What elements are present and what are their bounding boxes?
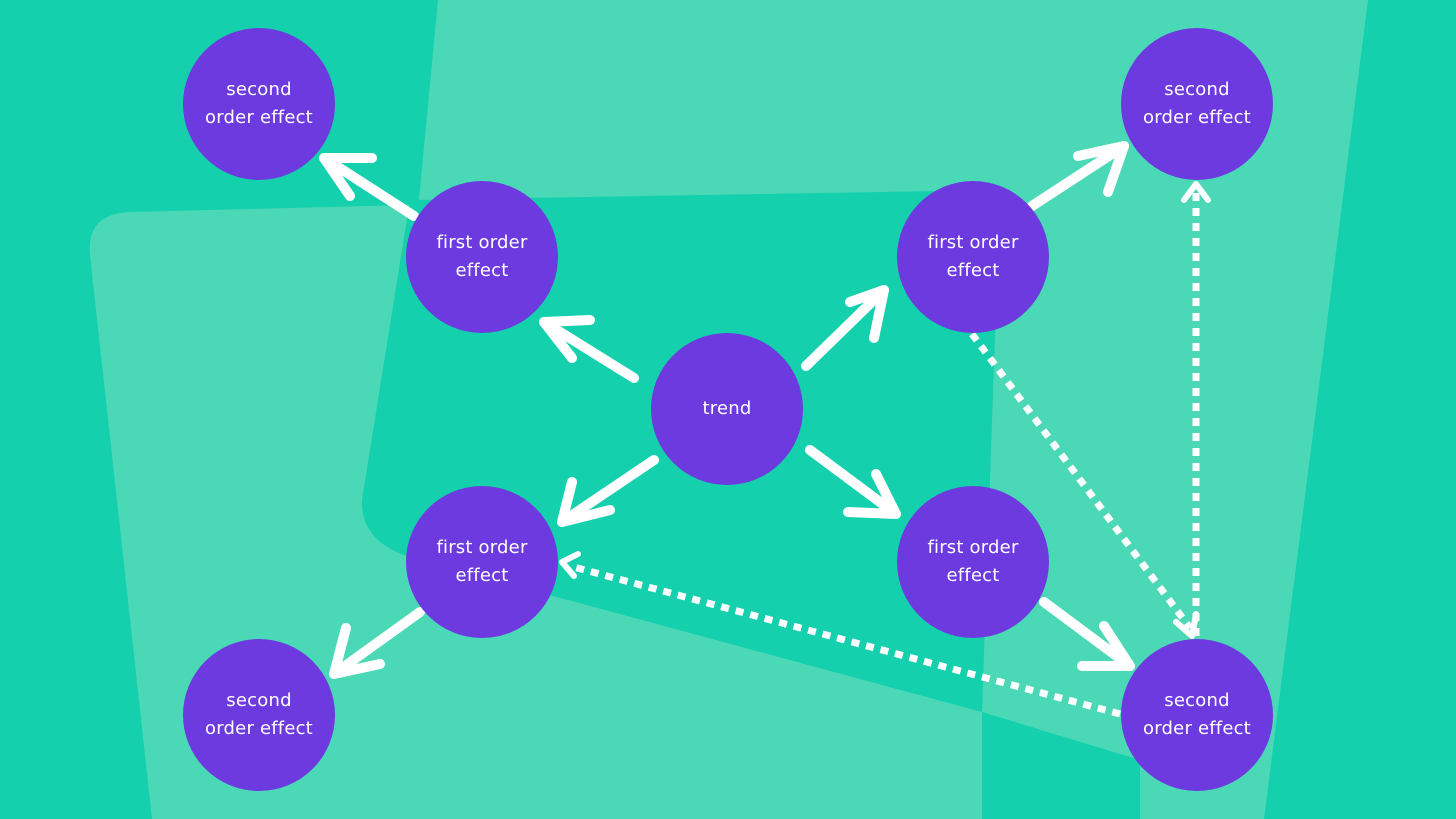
node-label: first order effect — [927, 232, 1019, 281]
arrow-first-top-right-to-second — [1027, 141, 1129, 211]
background-panel-center — [361, 190, 1140, 819]
node-label: second order effect — [1143, 690, 1251, 739]
node-second-top-left: second order effect — [183, 28, 335, 180]
node-second-bottom-right: second order effect — [1121, 639, 1273, 791]
node-first-bottom-right: first order effect — [897, 486, 1049, 638]
node-label: second order effect — [205, 79, 313, 128]
node-first-top-right: first order effect — [897, 181, 1049, 333]
node-label: trend — [702, 398, 752, 419]
arrow-first-bottom-right-to-second — [1039, 597, 1135, 671]
dotted-arrow-second-bottom-right-to-first-bottom-left — [569, 562, 1121, 718]
node-label: first order effect — [436, 537, 528, 586]
arrow-first-top-left-to-second — [319, 153, 419, 221]
arrow-trend-to-first-bottom-right — [805, 445, 901, 519]
node-label: first order effect — [436, 232, 528, 281]
dotted-arrowhead-left — [559, 551, 581, 579]
arrow-first-bottom-left-to-second — [329, 607, 425, 679]
dotted-arrowhead-up — [1181, 181, 1211, 203]
node-second-bottom-left: second order effect — [183, 639, 335, 791]
arrow-trend-to-first-bottom-left — [557, 455, 659, 527]
node-first-bottom-left: first order effect — [406, 486, 558, 638]
node-label: second order effect — [1143, 79, 1251, 128]
dotted-arrowhead-down — [1173, 611, 1199, 639]
node-second-top-right: second order effect — [1121, 28, 1273, 180]
node-label: second order effect — [205, 690, 313, 739]
node-first-top-left: first order effect — [406, 181, 558, 333]
node-label: first order effect — [927, 537, 1019, 586]
arrow-trend-to-first-top-left — [539, 315, 639, 383]
arrow-trend-to-first-top-right — [801, 285, 889, 371]
dotted-arrow-first-top-right-to-second-bottom-right — [969, 331, 1193, 631]
node-trend: trend — [651, 333, 803, 485]
